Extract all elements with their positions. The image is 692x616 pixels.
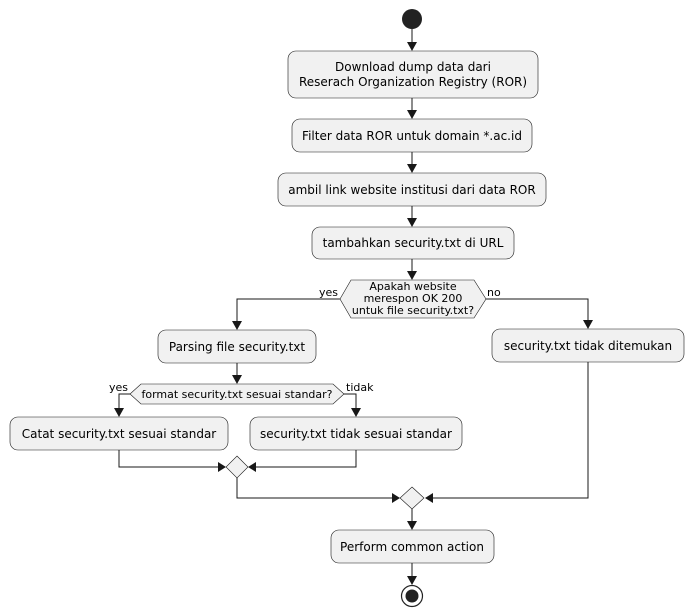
branch-label-d2-yes: yes bbox=[109, 381, 128, 394]
node-parsing-label: Parsing file security.txt bbox=[169, 340, 306, 354]
node-decision1: Apakah website merespon OK 200 untuk fil… bbox=[339, 279, 487, 319]
node-perform: Perform common action bbox=[330, 529, 495, 564]
node-tambah-label: tambahkan security.txt di URL bbox=[323, 236, 504, 250]
arrow-catat bbox=[114, 408, 124, 417]
edge-d2-no bbox=[344, 393, 357, 410]
node-decision1-line1: Apakah website bbox=[369, 280, 456, 293]
node-decision2: format security.txt sesuai standar? bbox=[129, 383, 345, 405]
node-parsing: Parsing file security.txt bbox=[157, 329, 317, 364]
node-decision1-line2: merespon OK 200 bbox=[364, 292, 463, 305]
arrow-perform bbox=[407, 521, 417, 530]
node-download-line2: Reserach Organization Registry (ROR) bbox=[299, 75, 527, 89]
node-decision1-line3: untuk file security.txt? bbox=[352, 304, 474, 317]
node-perform-label: Perform common action bbox=[340, 540, 484, 554]
node-tidak-sesuai-label: security.txt tidak sesuai standar bbox=[260, 427, 452, 441]
arrow-filter bbox=[407, 110, 417, 119]
arrow-decision2 bbox=[232, 375, 242, 384]
branch-label-d1-no: no bbox=[487, 286, 501, 299]
end-node bbox=[400, 584, 424, 608]
edge-d2-yes bbox=[118, 393, 130, 410]
arrow-merge1-left bbox=[392, 493, 400, 503]
node-ambil-label: ambil link website institusi dari data R… bbox=[288, 183, 535, 197]
start-node bbox=[402, 9, 422, 29]
arrow-merge2-right bbox=[248, 462, 256, 472]
node-filter: Filter data ROR untuk domain *.ac.id bbox=[291, 118, 533, 153]
edge-catat-merge2 bbox=[118, 450, 221, 468]
merge-diamond-inner bbox=[225, 455, 249, 479]
edge-d1-no bbox=[486, 298, 589, 322]
node-tidak-ditemukan-label: security.txt tidak ditemukan bbox=[504, 339, 672, 353]
arrow-ambil bbox=[407, 164, 417, 173]
node-download-line1: Download dump data dari bbox=[335, 60, 491, 74]
node-tidak-ditemukan: security.txt tidak ditemukan bbox=[491, 328, 685, 363]
node-tambah: tambahkan security.txt di URL bbox=[311, 226, 515, 260]
node-catat: Catat security.txt sesuai standar bbox=[9, 416, 229, 451]
edges bbox=[114, 29, 593, 585]
arrow-tambah bbox=[407, 218, 417, 227]
arrow-parsing bbox=[232, 321, 242, 330]
merge-diamond-outer bbox=[399, 486, 425, 510]
edge-tidak-sesuai-merge2 bbox=[253, 450, 357, 468]
node-tidak-sesuai: security.txt tidak sesuai standar bbox=[249, 416, 463, 451]
node-download: Download dump data dari Reserach Organiz… bbox=[287, 50, 539, 99]
node-filter-label: Filter data ROR untuk domain *.ac.id bbox=[302, 129, 522, 143]
branch-label-d1-yes: yes bbox=[319, 286, 338, 299]
arrow-merge2-left bbox=[218, 462, 226, 472]
node-ambil: ambil link website institusi dari data R… bbox=[277, 172, 547, 207]
branch-label-d2-no: tidak bbox=[346, 381, 374, 394]
edge-d1-yes bbox=[236, 298, 340, 323]
arrow-download bbox=[407, 42, 417, 51]
node-decision2-label: format security.txt sesuai standar? bbox=[141, 388, 332, 401]
arrow-end bbox=[407, 576, 417, 585]
arrow-decision1 bbox=[407, 271, 417, 280]
edge-merge2-merge1 bbox=[236, 478, 395, 499]
arrow-tidak-sesuai bbox=[351, 408, 361, 417]
arrow-tidak-ditemukan bbox=[583, 320, 593, 329]
edge-tidak-ditemukan-merge1 bbox=[430, 362, 589, 499]
node-catat-label: Catat security.txt sesuai standar bbox=[22, 427, 217, 441]
arrow-merge1-right bbox=[425, 493, 433, 503]
